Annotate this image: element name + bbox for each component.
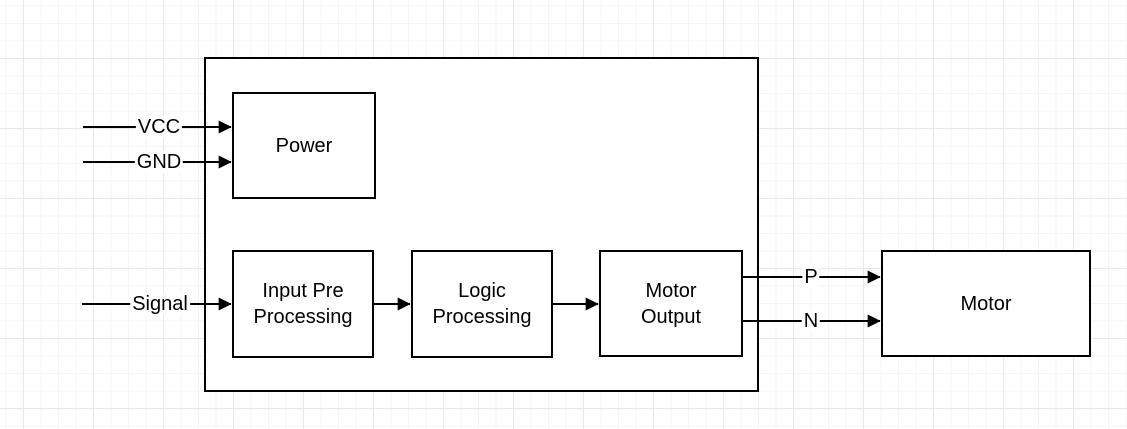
wire-label-gnd: GND bbox=[134, 151, 184, 173]
block-logic-processing-label: Logic Processing bbox=[432, 280, 532, 328]
wire-label-signal: Signal bbox=[130, 293, 190, 315]
wire-label-p: P bbox=[802, 266, 820, 288]
block-logic-processing[interactable]: Logic Processing bbox=[411, 250, 553, 358]
block-motor-output-label: Motor Output bbox=[640, 279, 702, 328]
block-power[interactable]: Power bbox=[232, 92, 376, 199]
wire-label-vcc: VCC bbox=[135, 116, 183, 138]
block-motor-output[interactable]: Motor Output bbox=[599, 250, 743, 357]
block-input-pre-processing-label: Input Pre Processing bbox=[253, 280, 353, 328]
block-power-label: Power bbox=[275, 134, 333, 157]
wire-label-n: N bbox=[801, 310, 821, 332]
block-input-pre-processing[interactable]: Input Pre Processing bbox=[232, 250, 374, 358]
block-motor-label: Motor bbox=[960, 292, 1012, 315]
block-motor[interactable]: Motor bbox=[881, 250, 1091, 357]
